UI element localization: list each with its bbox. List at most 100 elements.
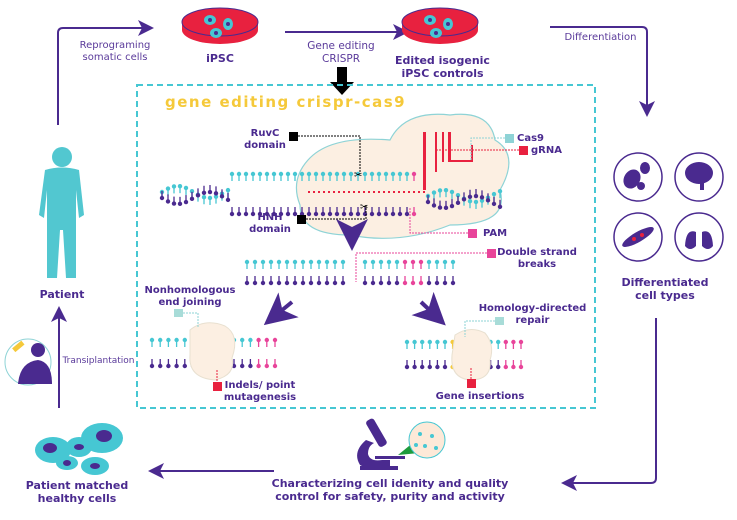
insertions-pointer xyxy=(467,368,476,388)
dna-top-strand xyxy=(369,171,375,181)
cut-bottom-base xyxy=(244,276,250,286)
dna-top-strand xyxy=(299,171,305,181)
cut-bottom-base xyxy=(394,276,400,286)
hdr-bottom-base xyxy=(435,360,440,370)
dna-bottom-strand xyxy=(376,207,382,217)
cut-top-base xyxy=(316,259,322,269)
dna-helix-base xyxy=(165,186,171,196)
characterizing-label: Characterizing cell idenity and quality … xyxy=(271,477,509,503)
cut-bottom-base xyxy=(300,276,306,286)
dna-helix-base xyxy=(171,184,177,194)
dna-helix-base xyxy=(479,198,485,208)
cut-top-base xyxy=(284,259,290,269)
dna-helix-base xyxy=(177,183,183,194)
hdr-bottom-base xyxy=(496,360,501,370)
dna-helix-base xyxy=(207,195,213,205)
dna-helix-base xyxy=(177,196,183,207)
dna-helix-base xyxy=(443,200,449,211)
dna-top-strand xyxy=(250,171,256,181)
dna-helix-base xyxy=(201,195,207,205)
dna-top-strand xyxy=(271,171,277,181)
hdr-top-base xyxy=(503,339,508,349)
ruvc-pointer: ✂ xyxy=(289,132,362,181)
cut-bottom-base xyxy=(362,276,368,286)
cut-top-base xyxy=(362,259,368,269)
dna-top-strand xyxy=(334,171,340,181)
cut-top-base xyxy=(402,259,408,269)
arrow-to-characterizing xyxy=(561,318,657,491)
dna-helix-base xyxy=(467,199,473,209)
pam-label: PAM xyxy=(483,228,508,239)
hdr-top-base xyxy=(511,339,516,349)
crispr-box-title: Gene editing CRISPR-Cas9 xyxy=(165,93,407,111)
edited-ipsc-label: Edited isogenic iPSC controls xyxy=(395,54,490,80)
nhej-bottom-base xyxy=(248,359,253,369)
dna-helix-base xyxy=(201,185,207,195)
blood-cells-icon xyxy=(613,152,663,202)
insertions-label: Gene insertions xyxy=(435,391,525,402)
dna-helix-base xyxy=(165,194,171,204)
dna-bottom-strand xyxy=(285,207,291,217)
hdr-top-base xyxy=(404,339,410,349)
dna-bottom-strand xyxy=(397,207,403,217)
edited-dish-icon xyxy=(401,7,479,44)
hdr-bottom-base xyxy=(427,360,432,370)
cut-top-base xyxy=(292,259,298,269)
dna-top-strand xyxy=(362,171,368,181)
dna-bottom-strand xyxy=(355,207,361,217)
grna-structure xyxy=(423,132,473,190)
pam-pointer xyxy=(409,208,477,238)
cut-top-base xyxy=(418,259,424,269)
dna-bottom-strand xyxy=(278,207,284,217)
dna-top-strand xyxy=(348,171,354,181)
nhej-top-base xyxy=(248,337,253,347)
dna-helix-base xyxy=(195,188,201,198)
arrow-differentiation xyxy=(550,26,655,117)
hdr-top-base xyxy=(412,339,417,349)
dna-helix-base xyxy=(473,199,479,209)
hdr-bottom-base xyxy=(518,360,524,370)
healthy-cells-label: Patient matched healthy cells xyxy=(25,479,129,505)
hdr-top-base xyxy=(427,339,432,349)
black-down-arrow xyxy=(330,67,354,95)
dna-top-strand xyxy=(341,171,347,181)
cut-top-base xyxy=(268,259,274,269)
cut-bottom-base xyxy=(426,276,432,286)
cut-top-base xyxy=(386,259,392,269)
nhej-bottom-base xyxy=(264,359,269,369)
hdr-bottom-base xyxy=(442,360,448,370)
dna-bottom-strand xyxy=(306,207,312,217)
dna-helix-base xyxy=(183,195,189,205)
cut-top-base xyxy=(410,259,416,269)
cut-bottom-base xyxy=(324,276,330,286)
cut-bottom-base xyxy=(410,276,416,286)
dna-bottom-strand xyxy=(341,207,347,217)
cell-types-label: Differentiated cell types xyxy=(621,276,709,302)
cut-top-base xyxy=(300,259,306,269)
cut-bottom-base xyxy=(316,276,322,286)
hdr-bottom-base xyxy=(420,360,425,370)
transplant-icon xyxy=(4,338,52,386)
nhej-bottom-base xyxy=(149,359,155,369)
brain-icon xyxy=(674,152,724,202)
cut-bottom-base xyxy=(402,276,408,286)
dna-top-strand xyxy=(264,171,270,181)
dna-helix-base xyxy=(171,196,177,206)
cut-top-base xyxy=(370,259,376,269)
lungs-icon xyxy=(674,212,724,262)
cut-bottom-base xyxy=(268,276,274,286)
dna-top-strand xyxy=(397,171,403,181)
dna-top-strand xyxy=(376,171,382,181)
dna-helix-base xyxy=(449,189,455,199)
patient-label: Patient xyxy=(39,288,85,301)
cut-bottom-base xyxy=(386,276,392,286)
cut-bottom-base xyxy=(284,276,290,286)
hdr-bottom-base xyxy=(511,360,516,370)
dna-top-strand xyxy=(285,171,291,181)
cut-bottom-base xyxy=(450,276,456,286)
dna-bottom-strand xyxy=(404,207,410,217)
nhej-top-base xyxy=(264,337,269,347)
hdr-top-base xyxy=(496,339,501,349)
hdr-top-base xyxy=(518,339,524,349)
dna-bottom-strand xyxy=(271,207,277,217)
